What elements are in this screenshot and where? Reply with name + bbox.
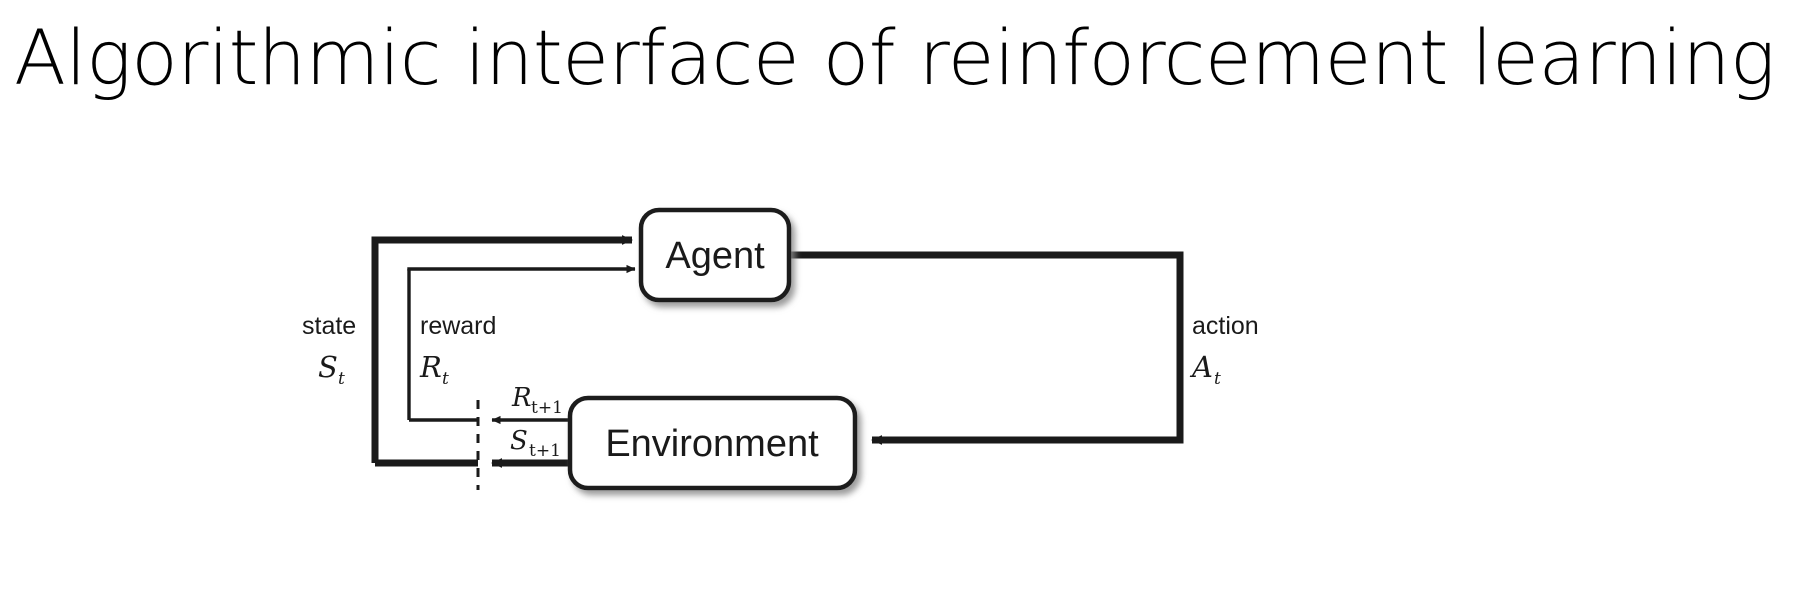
- environment-box[interactable]: [567, 395, 858, 491]
- reward-next-label: R t+1: [511, 383, 563, 418]
- reward-next-symbol: R: [511, 383, 532, 413]
- state-next-label: S t+1: [510, 426, 561, 461]
- rl-loop-diagram: Agent Environment state S t reward R t: [0, 150, 1820, 550]
- environment-label: Environment: [605, 423, 819, 465]
- reward-edge-path: [407, 264, 636, 422]
- state-symbol-label: S: [318, 350, 338, 384]
- action-symbol-subscript: t: [1214, 369, 1221, 389]
- state-edge-path: [371, 235, 633, 467]
- action-edge-label: action A t: [1189, 312, 1259, 389]
- reward-symbol-label: R: [419, 350, 442, 384]
- agent-node[interactable]: Agent: [638, 207, 792, 303]
- state-symbol-subscript: t: [338, 369, 345, 389]
- action-symbol-label: A: [1189, 350, 1213, 384]
- agent-environment-diagram-svg: Agent Environment state S t reward R t: [302, 207, 1259, 491]
- state-next-subscript: t+1: [529, 441, 561, 461]
- agent-label: Agent: [665, 235, 765, 277]
- state-edge-label: state S t: [302, 312, 356, 389]
- action-word-label: action: [1192, 312, 1259, 340]
- environment-node[interactable]: Environment: [567, 395, 858, 491]
- reward-edge-label: reward R t: [419, 312, 496, 389]
- reward-next-subscript: t+1: [531, 398, 563, 418]
- agent-box[interactable]: [638, 207, 792, 303]
- action-edge-path: [788, 251, 1184, 445]
- reward-word-label: reward: [420, 312, 496, 340]
- reward-symbol-subscript: t: [442, 369, 449, 389]
- state-next-symbol: S: [510, 426, 528, 456]
- page-title: Algorithmic interface of reinforcement l…: [14, 13, 1775, 102]
- state-word-label: state: [302, 312, 356, 340]
